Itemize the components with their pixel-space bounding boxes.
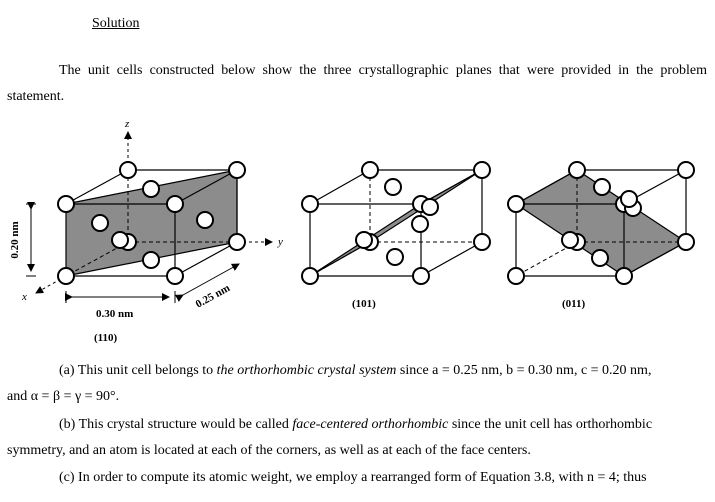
unit-cell-110: z y x 0.20 nm 0.30 nm 0.25 nm (110) [9, 118, 283, 344]
dim-height-label: 0.20 nm [9, 221, 21, 258]
plane-label-101: (101) [352, 298, 376, 310]
z-axis-label: z [124, 118, 130, 130]
part-a-line2: and α = β = γ = 90°. [7, 389, 120, 404]
intro-text: The unit cells constructed below show th… [7, 63, 707, 104]
dim-width-label: 0.30 nm [96, 308, 133, 320]
plane-label-110: (110) [94, 332, 118, 344]
unit-cell-101: (101) [301, 161, 491, 310]
plane-label-011: (011) [562, 298, 586, 310]
unit-cells-figure: z y x 0.20 nm 0.30 nm 0.25 nm (110) [9, 118, 695, 344]
solution-heading: Solution [92, 16, 140, 31]
part-b-line2: symmetry, and an atom is located at each… [7, 443, 531, 458]
part-a-paragraph: (a) This unit cell belongs to the orthor… [7, 358, 707, 410]
unit-cell-011: (011) [507, 161, 695, 310]
part-b-paragraph: (b) This crystal structure would be call… [7, 412, 707, 464]
part-c-paragraph: (c) In order to compute its atomic weigh… [59, 470, 647, 485]
intro-paragraph: The unit cells constructed below show th… [7, 58, 707, 110]
y-axis-label: y [277, 236, 283, 248]
x-axis-label: x [21, 291, 27, 303]
